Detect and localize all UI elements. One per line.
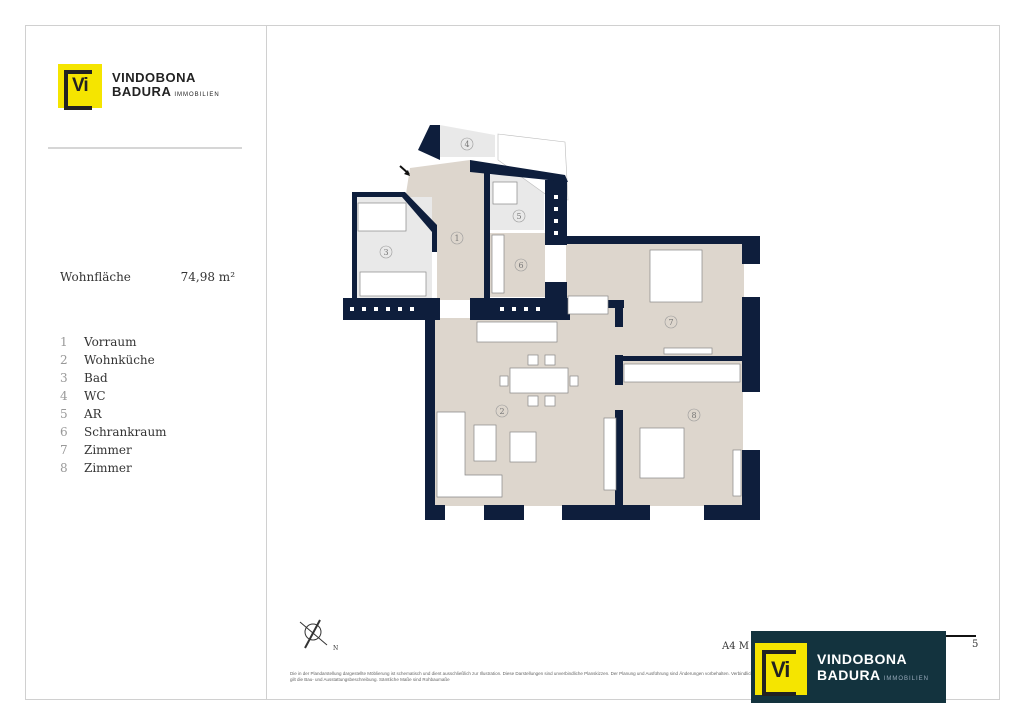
svg-text:N: N xyxy=(333,645,338,652)
svg-text:5: 5 xyxy=(516,212,521,221)
svg-text:7: 7 xyxy=(668,318,673,327)
divider-line xyxy=(48,147,242,149)
logo-mark: Vi xyxy=(58,64,102,110)
svg-text:1: 1 xyxy=(454,234,459,243)
window-marks xyxy=(350,195,558,311)
disclaimer: Die in der Plandarstellung dargestellte … xyxy=(290,671,754,682)
paper-scale: A4 M xyxy=(722,641,750,652)
room-numbers: 1 2 3 4 5 6 7 8 xyxy=(379,137,701,422)
furniture xyxy=(357,181,742,498)
svg-text:4: 4 xyxy=(464,140,469,149)
svg-text:2: 2 xyxy=(499,407,504,416)
svg-text:3: 3 xyxy=(383,248,388,257)
living-area: Wohnfläche 74,98 m² xyxy=(60,270,235,284)
logo-mark: Vi xyxy=(755,643,807,696)
column-divider xyxy=(266,25,267,700)
area-value: 74,98 m² xyxy=(180,270,235,284)
page-number: 5 xyxy=(972,639,979,650)
north-arrow-icon: N xyxy=(299,619,338,652)
scale-bar xyxy=(940,635,976,637)
page-frame xyxy=(25,25,1000,700)
svg-text:6: 6 xyxy=(518,261,523,270)
walls xyxy=(343,125,760,520)
entry-arrow-icon xyxy=(399,165,410,176)
area-label: Wohnfläche xyxy=(60,270,131,284)
svg-text:8: 8 xyxy=(691,411,696,420)
